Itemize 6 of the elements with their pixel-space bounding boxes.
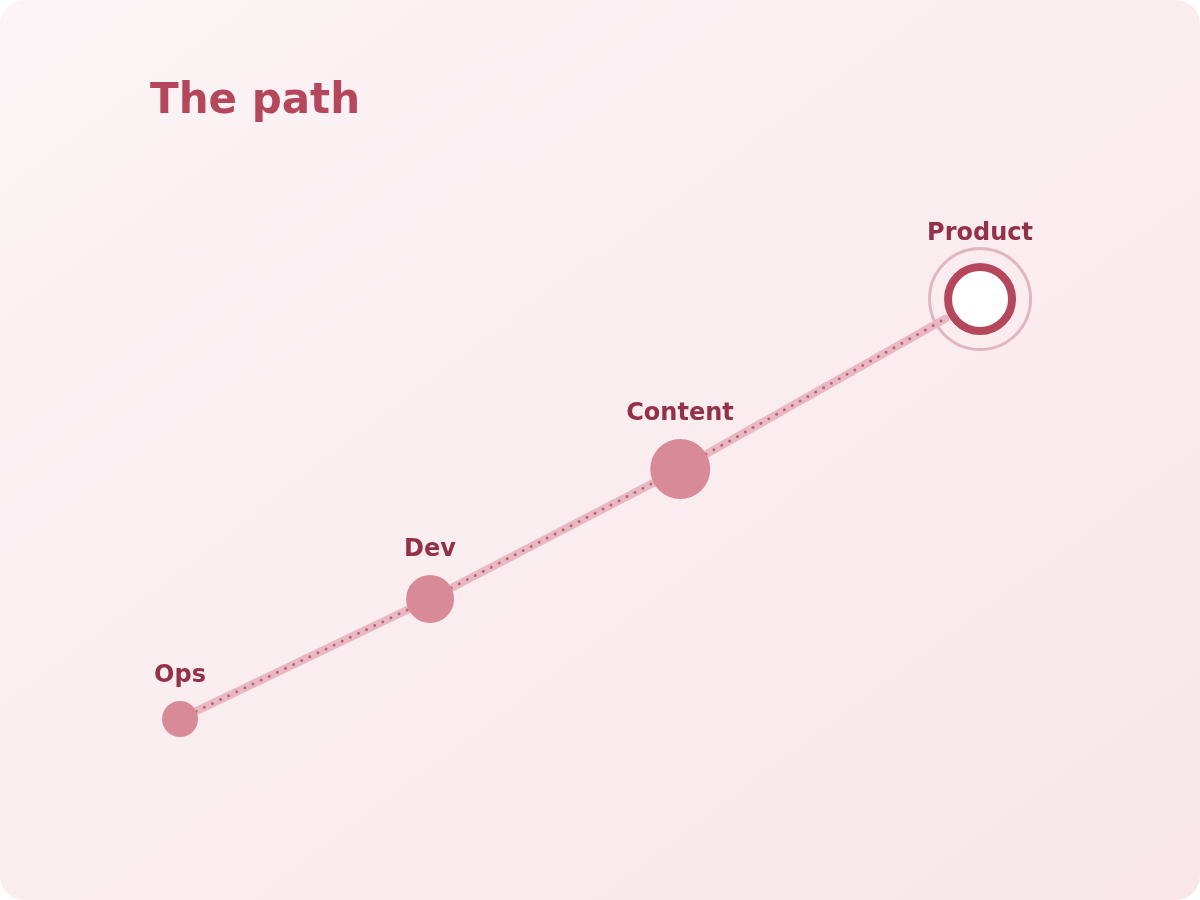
node-label: Content	[626, 397, 734, 427]
dotted-connector	[447, 478, 658, 592]
title: The path	[150, 78, 361, 120]
node-label: Ops	[154, 659, 206, 689]
node-label: Product	[927, 217, 1033, 247]
node-label: Dev	[404, 533, 456, 563]
